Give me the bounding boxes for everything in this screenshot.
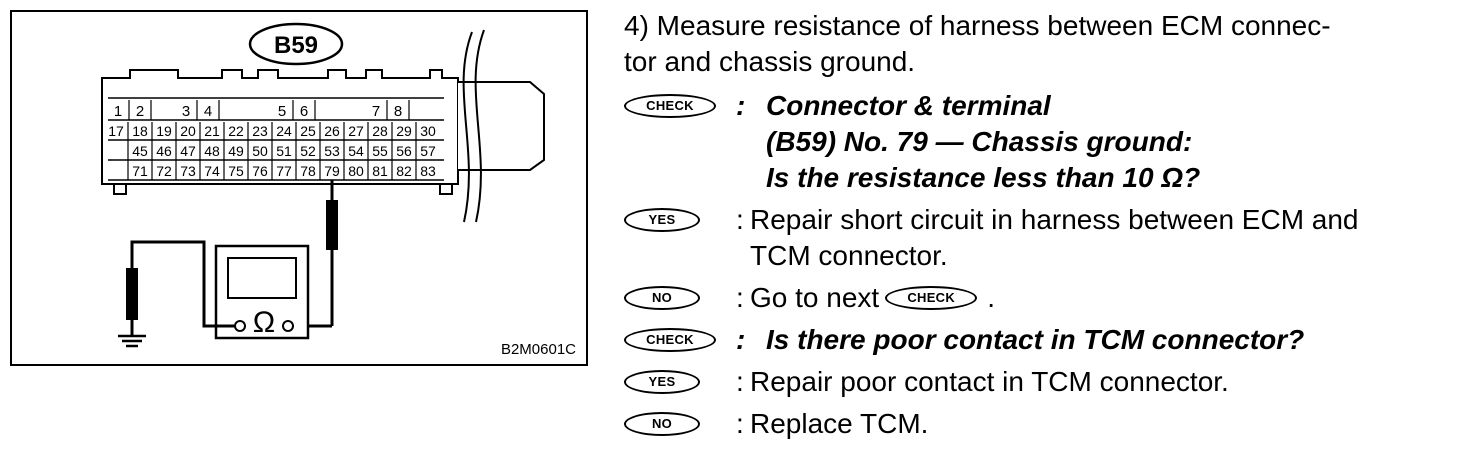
pin-label: 7 — [372, 103, 380, 120]
step-4-line2: tor and chassis ground. — [624, 46, 916, 77]
check-2-text: Is there poor contact in TCM connector? — [766, 324, 1305, 355]
no-2-text: Replace TCM. — [750, 408, 929, 439]
pin-label: 77 — [276, 163, 292, 179]
pin-label: 30 — [420, 123, 436, 139]
pin-label: 46 — [156, 143, 172, 159]
yes-1-text: Repair short circuit in harness between … — [750, 202, 1464, 274]
pin-label: 22 — [228, 123, 244, 139]
pin-label: 76 — [252, 163, 268, 179]
pin-label: 5 — [278, 103, 286, 120]
pin-label: 18 — [132, 123, 148, 139]
pin-label: 1 — [114, 103, 122, 120]
pin-label: 24 — [276, 123, 292, 139]
terminal-icon — [282, 320, 294, 332]
yes-2-text: Repair poor contact in TCM connector. — [750, 366, 1229, 397]
pin-label: 54 — [348, 143, 364, 159]
pin-label: 2 — [136, 103, 144, 120]
check-1-text: Connector & terminal (B59) No. 79 — Chas… — [766, 88, 1464, 196]
pin-label: 79 — [324, 163, 340, 179]
pin-label: 47 — [180, 143, 196, 159]
no-badge: NO — [624, 412, 700, 436]
check-badge: CHECK — [885, 285, 978, 310]
pin-label: 74 — [204, 163, 220, 179]
pin-label: 53 — [324, 143, 340, 159]
pin-label: 52 — [300, 143, 316, 159]
pin-label: 83 — [420, 163, 436, 179]
check-badge: CHECK — [624, 94, 716, 118]
pin-label: 21 — [204, 123, 220, 139]
ohmmeter: Ω — [214, 244, 310, 340]
ecm-connector: 1 2 3 4 5 6 7 8 17 18 19 20 21 22 23 24 … — [101, 29, 545, 223]
pin-label: 50 — [252, 143, 268, 159]
connector-label-oval — [248, 22, 344, 66]
check-1-line1: Connector & terminal — [766, 90, 1051, 121]
pin-label: 51 — [276, 143, 292, 159]
pin-label: 45 — [132, 143, 148, 159]
pin-label: 57 — [420, 143, 436, 159]
pin-label: 56 — [396, 143, 412, 159]
step-4: 4) Measure resistance of harness between… — [624, 8, 1464, 80]
yes-badge: YES — [624, 208, 700, 232]
pin-label: 55 — [372, 143, 388, 159]
pin-label: 29 — [396, 123, 412, 139]
pin-label: 82 — [396, 163, 412, 179]
check-1-line2: (B59) No. 79 — Chassis ground: — [766, 126, 1193, 157]
pin-label: 26 — [324, 123, 340, 139]
pin-label: 28 — [372, 123, 388, 139]
pin-label: 27 — [348, 123, 364, 139]
pin-label: 17 — [108, 123, 124, 139]
no-1-end: . — [987, 282, 995, 313]
pin-label: 4 — [204, 103, 212, 120]
pin-label: 75 — [228, 163, 244, 179]
wiring-diagram: B59 1 2 3 4 5 6 7 8 17 18 — [10, 10, 588, 366]
colon: : — [736, 324, 746, 355]
colon: : — [736, 366, 744, 397]
colon: : — [736, 408, 744, 439]
probe-ground — [118, 240, 235, 348]
yes-1: YES : Repair short circuit in harness be… — [624, 202, 1464, 274]
pin-label: 72 — [156, 163, 172, 179]
figure-code: B2M0601C — [501, 341, 576, 358]
check-1: CHECK : Connector & terminal (B59) No. 7… — [624, 88, 1464, 196]
no-badge: NO — [624, 286, 700, 310]
check-2: CHECK : Is there poor contact in TCM con… — [624, 322, 1464, 358]
pin-label: 3 — [182, 103, 190, 120]
colon: : — [736, 282, 744, 313]
pin-label: 20 — [180, 123, 196, 139]
procedure-text: 4) Measure resistance of harness between… — [624, 8, 1464, 442]
colon: : — [736, 90, 746, 121]
pin-label: 78 — [300, 163, 316, 179]
yes-2: YES : Repair poor contact in TCM connect… — [624, 364, 1464, 400]
probe-positive — [292, 180, 338, 328]
yes-1-line1: Repair short circuit in harness between … — [750, 204, 1359, 235]
ohm-symbol: Ω — [253, 306, 275, 339]
pin-label: 80 — [348, 163, 364, 179]
pin-label: 73 — [180, 163, 196, 179]
pin-label: 23 — [252, 123, 268, 139]
pin-label: 49 — [228, 143, 244, 159]
colon: : — [736, 204, 744, 235]
connector-label: B59 — [274, 32, 318, 59]
no-1-label: Go to next — [750, 282, 880, 313]
pin-label: 81 — [372, 163, 388, 179]
pin-label: 19 — [156, 123, 172, 139]
pin-label: 71 — [132, 163, 148, 179]
check-1-line3: Is the resistance less than 10 Ω? — [766, 162, 1201, 193]
step-4-line1: 4) Measure resistance of harness between… — [624, 10, 1331, 41]
pin-label: 8 — [394, 103, 402, 120]
no-2: NO : Replace TCM. — [624, 406, 1464, 442]
terminal-icon — [234, 320, 246, 332]
check-badge: CHECK — [624, 328, 716, 352]
pin-label: 48 — [204, 143, 220, 159]
yes-badge: YES — [624, 370, 700, 394]
pin-label: 6 — [300, 103, 308, 120]
pin-label: 25 — [300, 123, 316, 139]
yes-1-line2: TCM connector. — [750, 240, 948, 271]
